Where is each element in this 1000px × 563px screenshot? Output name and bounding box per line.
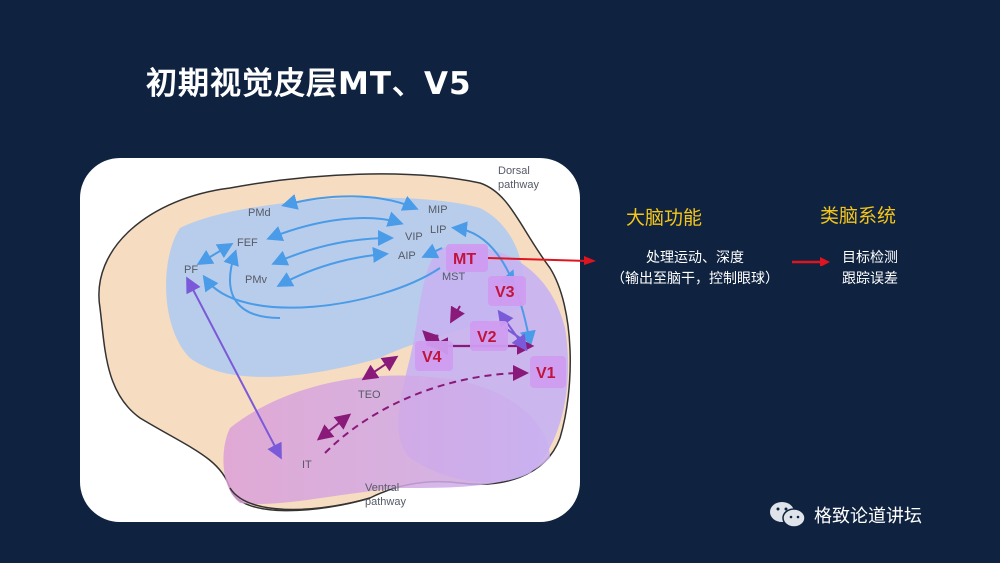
brain-like-system-text: 目标检测 跟踪误差 (820, 248, 920, 290)
brain-function-heading: 大脑功能 (626, 207, 703, 229)
region-mst: MST (442, 271, 466, 283)
region-pmv: PMv (245, 274, 268, 286)
box-v2: V2 (470, 321, 508, 351)
wechat-icon (770, 502, 806, 528)
box-v3: V3 (488, 276, 526, 306)
brain-function-line2: （输出至脑干，控制眼球） (611, 271, 779, 287)
region-it: IT (302, 459, 312, 471)
brain-like-system-line2: 跟踪误差 (842, 271, 898, 287)
svg-text:V4: V4 (422, 349, 442, 366)
region-fef: FEF (237, 237, 258, 249)
brain-diagram: Dorsal pathway Ventral pathway PMd FEF P… (80, 158, 580, 522)
page-title: 初期视觉皮层MT、V5 (146, 66, 472, 102)
box-v1: V1 (530, 356, 566, 388)
region-vip: VIP (405, 231, 423, 243)
region-lip: LIP (430, 224, 447, 236)
footer-label: 格致论道讲坛 (814, 506, 922, 527)
box-v4: V4 (415, 341, 453, 371)
region-pmd: PMd (248, 207, 271, 219)
brain-like-system-line1: 目标检测 (842, 250, 898, 266)
brain-function-line1: 处理运动、深度 (646, 250, 744, 266)
region-aip: AIP (398, 250, 416, 262)
svg-text:MT: MT (453, 251, 476, 268)
brain-function-text: 处理运动、深度 （输出至脑干，控制眼球） (590, 248, 800, 290)
ventral-label-2: pathway (365, 496, 406, 508)
region-pf: PF (184, 264, 198, 276)
brain-visual-pathways-svg: Dorsal pathway Ventral pathway PMd FEF P… (98, 165, 571, 512)
region-teo: TEO (358, 389, 381, 401)
dorsal-label-1: Dorsal (498, 165, 530, 177)
mt-to-function-arrow (488, 256, 596, 265)
brain-like-system-heading: 类脑系统 (820, 205, 897, 227)
function-to-system-arrow (792, 257, 830, 266)
svg-text:V2: V2 (477, 329, 497, 346)
box-mt: MT (446, 244, 488, 272)
footer-brand: 格致论道讲坛 (768, 500, 922, 530)
svg-text:V1: V1 (536, 365, 556, 382)
region-mip: MIP (428, 204, 448, 216)
svg-text:V3: V3 (495, 284, 515, 301)
ventral-label-1: Ventral (365, 482, 399, 494)
dorsal-label-2: pathway (498, 179, 539, 191)
